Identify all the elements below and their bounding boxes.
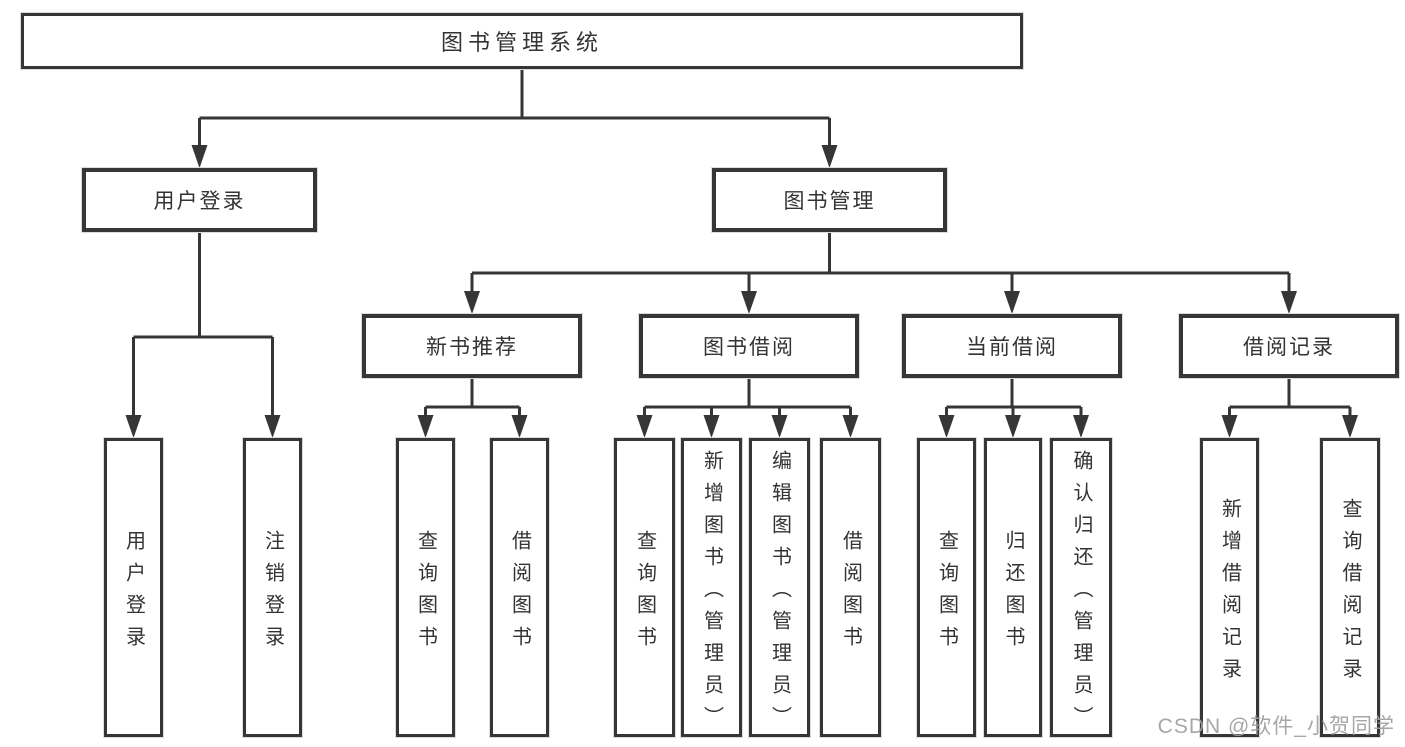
node-label: 用户登录 xyxy=(122,529,145,658)
node-label: 当前借阅 xyxy=(966,336,1058,359)
leaf-add-books-admin: 新增图书（管理员） xyxy=(681,438,742,738)
node-label: 归还图书 xyxy=(1002,529,1024,658)
node-label: 用户登录 xyxy=(153,190,246,213)
leaf-logout: 注销登录 xyxy=(243,438,302,737)
node-label: 图书借阅 xyxy=(703,336,795,359)
leaf-user-login: 用户登录 xyxy=(104,438,163,737)
node-new-book-recommend: 新书推荐 xyxy=(362,314,582,378)
node-book-management: 图书管理 xyxy=(712,168,947,232)
node-label: 确认归还（管理员） xyxy=(1070,449,1092,738)
leaf-query-books-borrow: 查询图书 xyxy=(614,438,675,737)
node-label: 新书推荐 xyxy=(426,336,518,359)
node-label: 图书管理 xyxy=(783,190,876,213)
node-current-borrowing: 当前借阅 xyxy=(902,314,1122,378)
leaf-query-books-recommend: 查询图书 xyxy=(396,438,455,737)
node-label: 新增图书（管理员） xyxy=(700,449,723,738)
node-label: 编辑图书（管理员） xyxy=(768,449,791,738)
node-library-management-system: 图书管理系统 xyxy=(21,13,1023,69)
leaf-add-borrow-record: 新增借阅记录 xyxy=(1200,438,1259,737)
node-label: 借阅记录 xyxy=(1243,336,1335,359)
leaf-return-books: 归还图书 xyxy=(984,438,1042,737)
node-user-login: 用户登录 xyxy=(82,168,317,232)
node-label: 查询借阅记录 xyxy=(1339,497,1361,690)
node-label: 借阅图书 xyxy=(839,529,862,658)
node-label: 新增借阅记录 xyxy=(1218,497,1241,690)
csdn-watermark: CSDN @软件_小贺同学 xyxy=(1157,715,1395,738)
node-label: 查询图书 xyxy=(633,529,656,658)
node-label: 查询图书 xyxy=(935,529,958,658)
node-label: 借阅图书 xyxy=(508,529,531,658)
node-label: 查询图书 xyxy=(414,529,437,658)
leaf-query-books-current: 查询图书 xyxy=(917,438,976,737)
node-label: 图书管理系统 xyxy=(440,30,603,55)
leaf-borrow-books: 借阅图书 xyxy=(820,438,881,737)
node-label: 注销登录 xyxy=(261,529,284,658)
leaf-edit-books-admin: 编辑图书（管理员） xyxy=(749,438,810,738)
leaf-query-borrow-record: 查询借阅记录 xyxy=(1320,438,1380,737)
node-book-borrowing: 图书借阅 xyxy=(639,314,859,378)
node-borrowing-records: 借阅记录 xyxy=(1179,314,1399,378)
leaf-borrow-books-recommend: 借阅图书 xyxy=(490,438,549,737)
leaf-confirm-return-admin: 确认归还（管理员） xyxy=(1050,438,1112,738)
